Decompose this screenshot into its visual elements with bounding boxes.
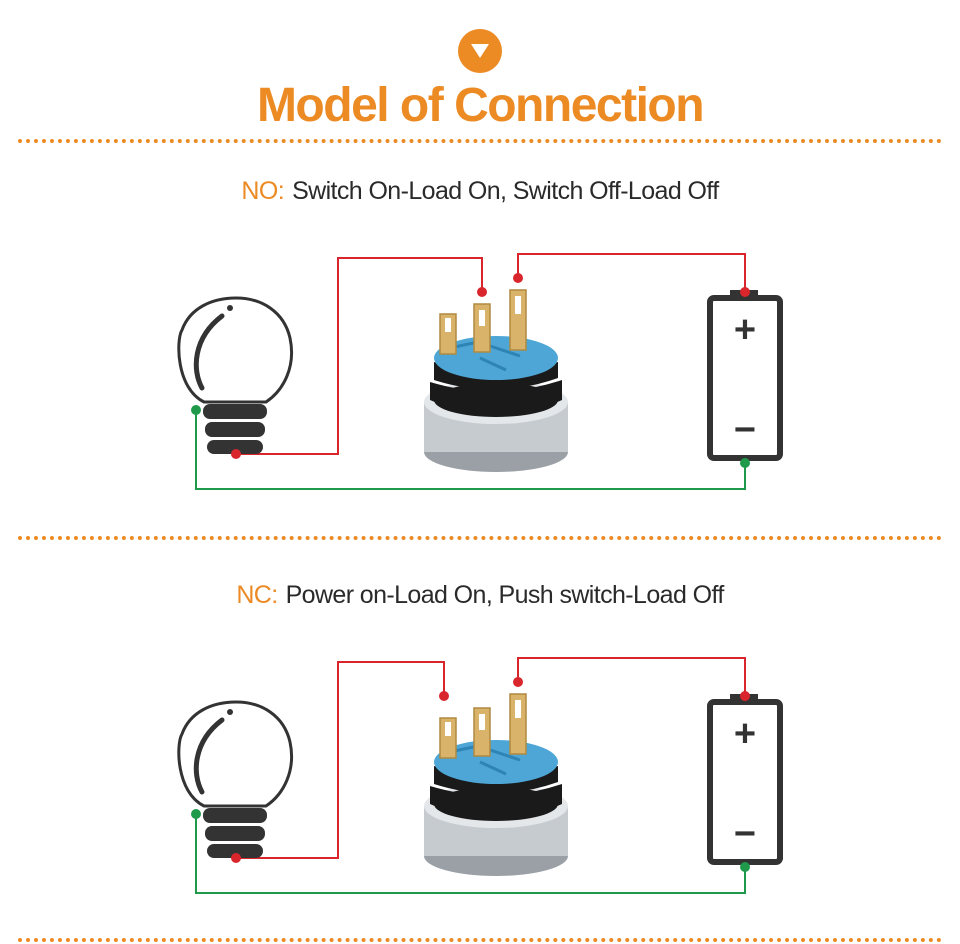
- nc-description: Power on-Load On, Push switch-Load Off: [285, 581, 725, 609]
- down-arrow-icon: [458, 29, 502, 73]
- no-tag: NO:: [241, 177, 285, 205]
- bottom-divider: [18, 938, 942, 942]
- battery-icon: + −: [707, 290, 783, 461]
- top-divider: [18, 139, 942, 143]
- no-green-wire: [195, 410, 746, 490]
- nc-red-wire-right: [517, 657, 746, 696]
- nc-green-wire: [195, 814, 746, 894]
- nc-caption: NC:Power on-Load On, Push switch-Load Of…: [0, 579, 960, 611]
- nc-wiring-diagram: + −: [177, 657, 783, 894]
- nc-tag: NC:: [236, 581, 278, 609]
- no-wiring-diagram: + −: [177, 253, 783, 490]
- battery-minus-label: −: [734, 409, 756, 451]
- no-red-wire-right: [517, 253, 746, 292]
- nc-red-wire-left: [236, 661, 445, 859]
- middle-divider: [18, 536, 942, 540]
- page-title: Model of Connection: [256, 79, 705, 132]
- no-caption: NO:Switch On-Load On, Switch Off-Load Of…: [0, 175, 960, 207]
- battery-plus-label: +: [734, 309, 756, 351]
- battery-plus-label: +: [734, 713, 756, 755]
- battery-minus-label: −: [734, 813, 756, 855]
- push-switch-icon: [424, 693, 568, 876]
- no-red-wire-left: [236, 257, 483, 455]
- push-switch-icon: [424, 289, 568, 472]
- light-bulb-icon: [177, 700, 293, 858]
- battery-icon: + −: [707, 694, 783, 865]
- no-description: Switch On-Load On, Switch Off-Load Off: [292, 177, 719, 205]
- light-bulb-icon: [177, 296, 293, 454]
